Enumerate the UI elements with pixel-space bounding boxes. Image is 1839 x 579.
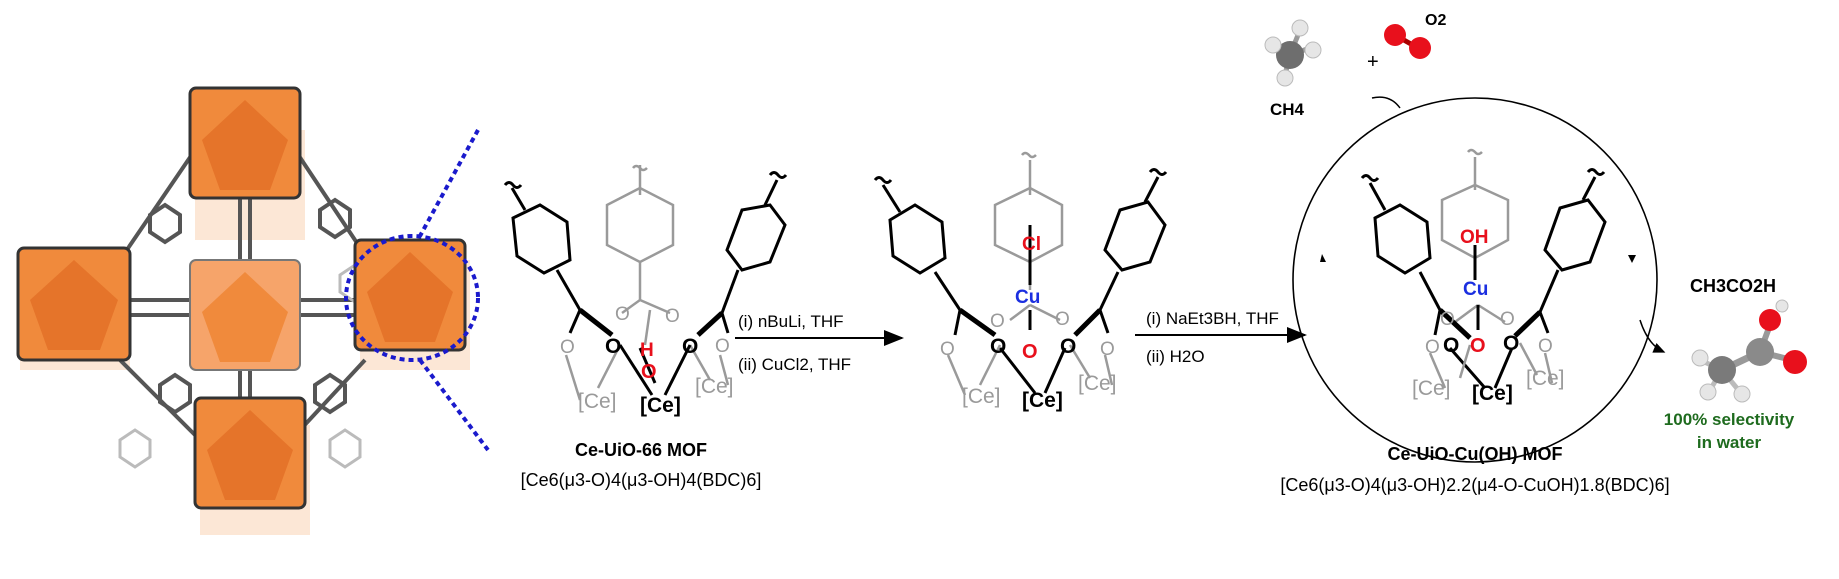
zoom-circle [344,234,480,362]
o-label: O [560,337,575,358]
oh-label: OH [1460,227,1489,248]
o-label: O [1440,309,1455,330]
methane-molecule-icon [1264,19,1322,87]
compound1-name: Ce-UiO-66 MOF [575,440,707,460]
step1-reagent2: (ii) CuCl2, THF [738,355,851,374]
ce-label: [Ce] [640,394,681,417]
o-label: O [1100,339,1115,360]
product-exit-arrow [1639,319,1666,353]
cluster-node-bottom [193,396,307,510]
ch4-label: CH4 [1270,100,1305,119]
compound3-formula: [Ce6(μ3-O)4(μ3-OH)2.2(μ4-O-CuOH)1.8(BDC)… [1280,475,1669,495]
o-label: O [990,311,1005,332]
o-label: O [615,304,630,325]
o-label: O [1060,335,1076,358]
cluster-node-left [16,246,132,362]
ce-label: [Ce] [1472,382,1513,405]
o-label: O [1500,309,1515,330]
o-label: O [1055,309,1070,330]
plus-sign: + [1367,51,1379,73]
structure-cucl-intermediate: Cl Cu O O O O O O O [Ce] [Ce] [Ce] [873,151,1168,412]
o-label: O [682,335,698,358]
oxygen-molecule-icon [1384,24,1431,59]
mu3-oh-hydrogen: H [640,340,654,361]
step2-reagent1: (i) NaEt3BH, THF [1146,309,1279,328]
cl-label: Cl [1022,234,1041,255]
catalytic-cycle-circle [1292,97,1658,463]
o-label: O [1503,332,1519,355]
o-label: O [1425,337,1440,358]
reactant-entry-arrow [1371,96,1401,109]
cluster-node-right [353,238,467,352]
structure-ce-uio-cuoh: OH Cu O O O O O O O [Ce] [Ce] [Ce] [1360,148,1607,405]
o-label: O [665,306,680,327]
o2-label: O2 [1425,12,1446,29]
ce-label: [Ce] [578,390,617,413]
step1-reagent1: (i) nBuLi, THF [738,312,844,331]
cu-label: Cu [1015,287,1040,308]
cu-label: Cu [1463,279,1488,300]
ce-label: [Ce] [962,385,1001,408]
ce-label: [Ce] [1078,372,1117,395]
o-label: O [990,335,1006,358]
step2-reagent2: (ii) H2O [1146,347,1205,366]
compound1-formula: [Ce6(μ3-O)4(μ3-OH)4(BDC)6] [521,470,762,490]
o-label: O [940,339,955,360]
compound3-name: Ce-UiO-Cu(OH) MOF [1388,444,1563,464]
cluster-node-top [188,86,302,200]
o-label: O [605,335,621,358]
ce-label: [Ce] [1412,377,1451,400]
o-label: O [715,336,730,357]
ce-label: [Ce] [1526,367,1565,390]
o-label: O [1538,336,1553,357]
acetic-acid-molecule-icon [1691,299,1807,403]
cluster-node-center [189,259,301,371]
mu4-oxygen: O [1022,341,1038,363]
product-label: CH3CO2H [1690,276,1776,296]
mof-framework-image [16,86,490,535]
structure-ce-uio-66: O O O O O O O H [Ce] [Ce] [Ce] [503,164,788,417]
mu4-oxygen: O [1470,335,1486,357]
ce-label: [Ce] [1022,389,1063,412]
selectivity-line2: in water [1697,433,1762,452]
ce-label: [Ce] [695,375,734,398]
mu3-oh-oxygen: O [641,361,657,383]
o-label: O [1443,334,1459,357]
selectivity-line1: 100% selectivity [1664,410,1795,429]
